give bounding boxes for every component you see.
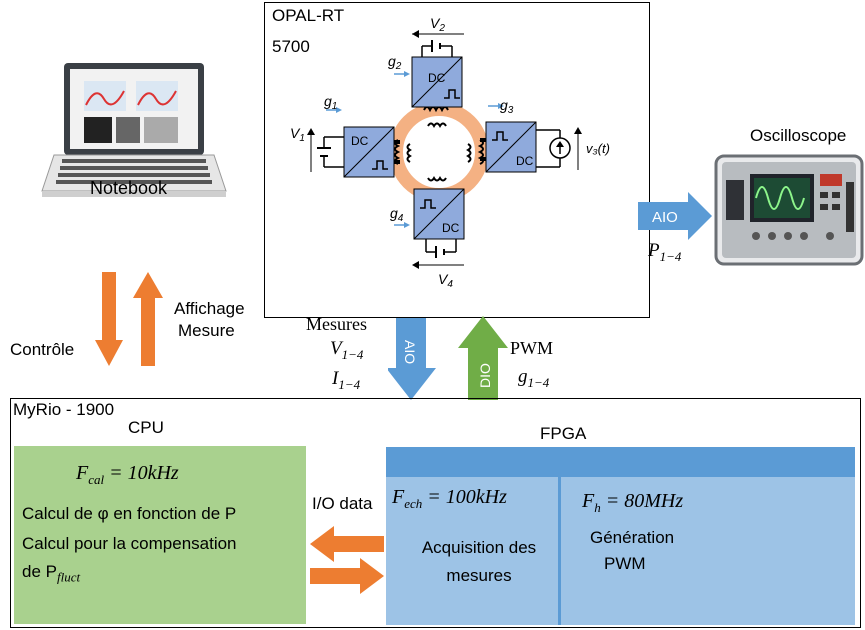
v14-label: V1−4: [330, 338, 364, 362]
fh-label: Fh = 80MHz: [582, 490, 684, 515]
fcal-label: Fcal = 10kHz: [76, 462, 179, 487]
fech-label: Fech = 100kHz: [392, 486, 507, 511]
fpga-label: FPGA: [540, 424, 587, 443]
opal-model: 5700: [272, 37, 310, 56]
aio-label-down: AIO: [402, 340, 418, 364]
aio-arrow-down: AIO: [388, 318, 436, 400]
fpga-divider: [558, 477, 561, 625]
dc-label-right: DC: [516, 154, 534, 168]
io-arrow-left: [310, 526, 384, 562]
converter-top: [394, 30, 464, 108]
cpu-label: CPU: [128, 418, 164, 437]
g4-label: g4: [390, 205, 404, 224]
myrio-box: [10, 398, 861, 628]
converter-bottom: [394, 188, 465, 269]
g3-label: g3: [500, 97, 514, 116]
cpu-panel: [14, 446, 306, 624]
v1-label: V1: [290, 125, 305, 144]
measure-label: Mesure: [178, 321, 235, 340]
oscilloscope-icon: [714, 154, 864, 266]
gen-line2: PWM: [604, 554, 646, 573]
notebook-label: Notebook: [90, 178, 168, 198]
opal-rt-box: [264, 2, 650, 318]
io-data-label: I/O data: [312, 494, 373, 513]
converter-left: [307, 107, 400, 178]
cpu-line3: de Pfluct: [22, 562, 81, 585]
display-arrow-up: [133, 272, 163, 366]
dc-label-left: DC: [351, 134, 369, 148]
control-label: Contrôle: [10, 340, 75, 359]
fpga-header: [386, 447, 855, 477]
io-arrow-right: [310, 558, 384, 594]
control-display-arrows: [95, 272, 163, 366]
control-arrow-down: [95, 272, 123, 366]
myrio-title: MyRio - 1900: [13, 400, 115, 419]
dc-label-bottom: DC: [442, 221, 460, 235]
converter-right: [480, 103, 582, 173]
acq-line2: mesures: [446, 566, 512, 585]
g1-label: g1: [324, 93, 337, 112]
v2-label: V2: [430, 15, 445, 34]
mesures-label: Mesures: [306, 314, 367, 334]
acq-line1: Acquisition des: [421, 538, 537, 557]
display-label: Affichage: [174, 299, 245, 318]
cpu-line2: Calcul pour la compensation: [22, 534, 237, 553]
cpu-line1: Calcul de φ en fonction de P: [22, 504, 237, 523]
i14-label: I1−4: [332, 368, 361, 392]
dio-arrow-up: DIO: [458, 316, 508, 400]
io-data-arrows: [310, 526, 384, 594]
dc-label-top: DC: [428, 71, 446, 85]
g2-label: g2: [388, 53, 402, 72]
pwm-label: PWM: [510, 338, 554, 358]
aio-arrow-oscilloscope: AIO: [638, 192, 712, 240]
opal-title: OPAL-RT: [272, 6, 345, 25]
aio-label-right: AIO: [652, 209, 678, 226]
notebook-icon: [41, 63, 227, 197]
g14-label: g1−4: [518, 366, 550, 390]
gen-line1: Génération: [590, 528, 675, 547]
dio-label: DIO: [477, 363, 493, 388]
oscilloscope-label: Oscilloscope: [750, 126, 847, 145]
p14-label: P1−4: [648, 240, 682, 264]
v3t-label: v₃(t): [586, 141, 610, 156]
dab-converter-schematic: DC DC DC DC V2 V1 V4 v₃(t) g2 g1 g3 g4: [290, 15, 610, 290]
v4-label: V4: [438, 271, 453, 290]
